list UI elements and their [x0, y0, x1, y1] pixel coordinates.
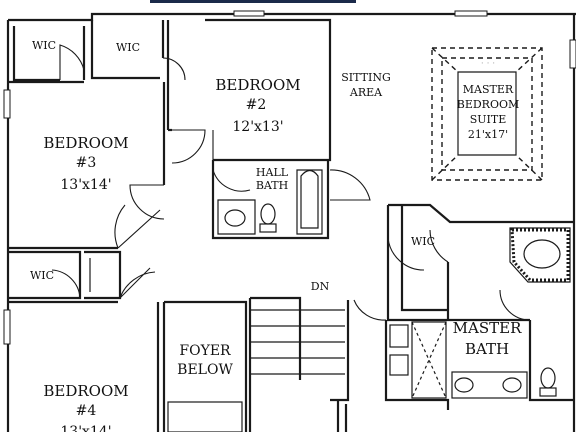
master-suite-size: 21'x17' — [468, 128, 508, 141]
bedroom4-name: BEDROOM — [43, 382, 128, 400]
bedroom2-number: #2 — [246, 97, 267, 113]
hall-bath-line1: HALL — [256, 166, 289, 179]
tray-ceiling-note: · · · — [481, 59, 495, 69]
master-suite-line1: MASTER — [463, 83, 514, 96]
bedroom3-name: BEDROOM — [43, 134, 128, 152]
door-swings — [51, 44, 531, 321]
bedroom2-size: 12'x13' — [232, 119, 283, 135]
master-suite-line3: SUITE — [470, 113, 507, 126]
foyer-line1: FOYER — [179, 343, 231, 359]
top-band — [150, 0, 356, 3]
master-bath-line1: MASTER — [453, 319, 522, 337]
wic-left-label: WIC — [30, 269, 54, 282]
wic-top-mid-label: WIC — [116, 41, 140, 54]
master-bath-line2: BATH — [465, 340, 509, 358]
bedroom4-number: #4 — [76, 403, 97, 419]
bedroom2-name: BEDROOM — [215, 76, 300, 94]
stair-down-label: DN — [311, 280, 330, 293]
wic-master-label: WIC — [411, 235, 435, 248]
interior-walls — [8, 18, 574, 432]
foyer-line2: BELOW — [177, 362, 233, 378]
sitting-area-line1: SITTING — [341, 71, 391, 84]
bedroom3-size: 13'x14' — [60, 177, 111, 193]
bedroom4-size: 13'x14' — [60, 424, 111, 432]
hall-bath-line2: BATH — [256, 179, 288, 192]
sitting-area-line2: AREA — [349, 86, 383, 99]
master-suite-line2: BEDROOM — [457, 98, 520, 111]
bedroom3-number: #3 — [76, 155, 97, 171]
wic-top-left-label: WIC — [32, 39, 56, 52]
